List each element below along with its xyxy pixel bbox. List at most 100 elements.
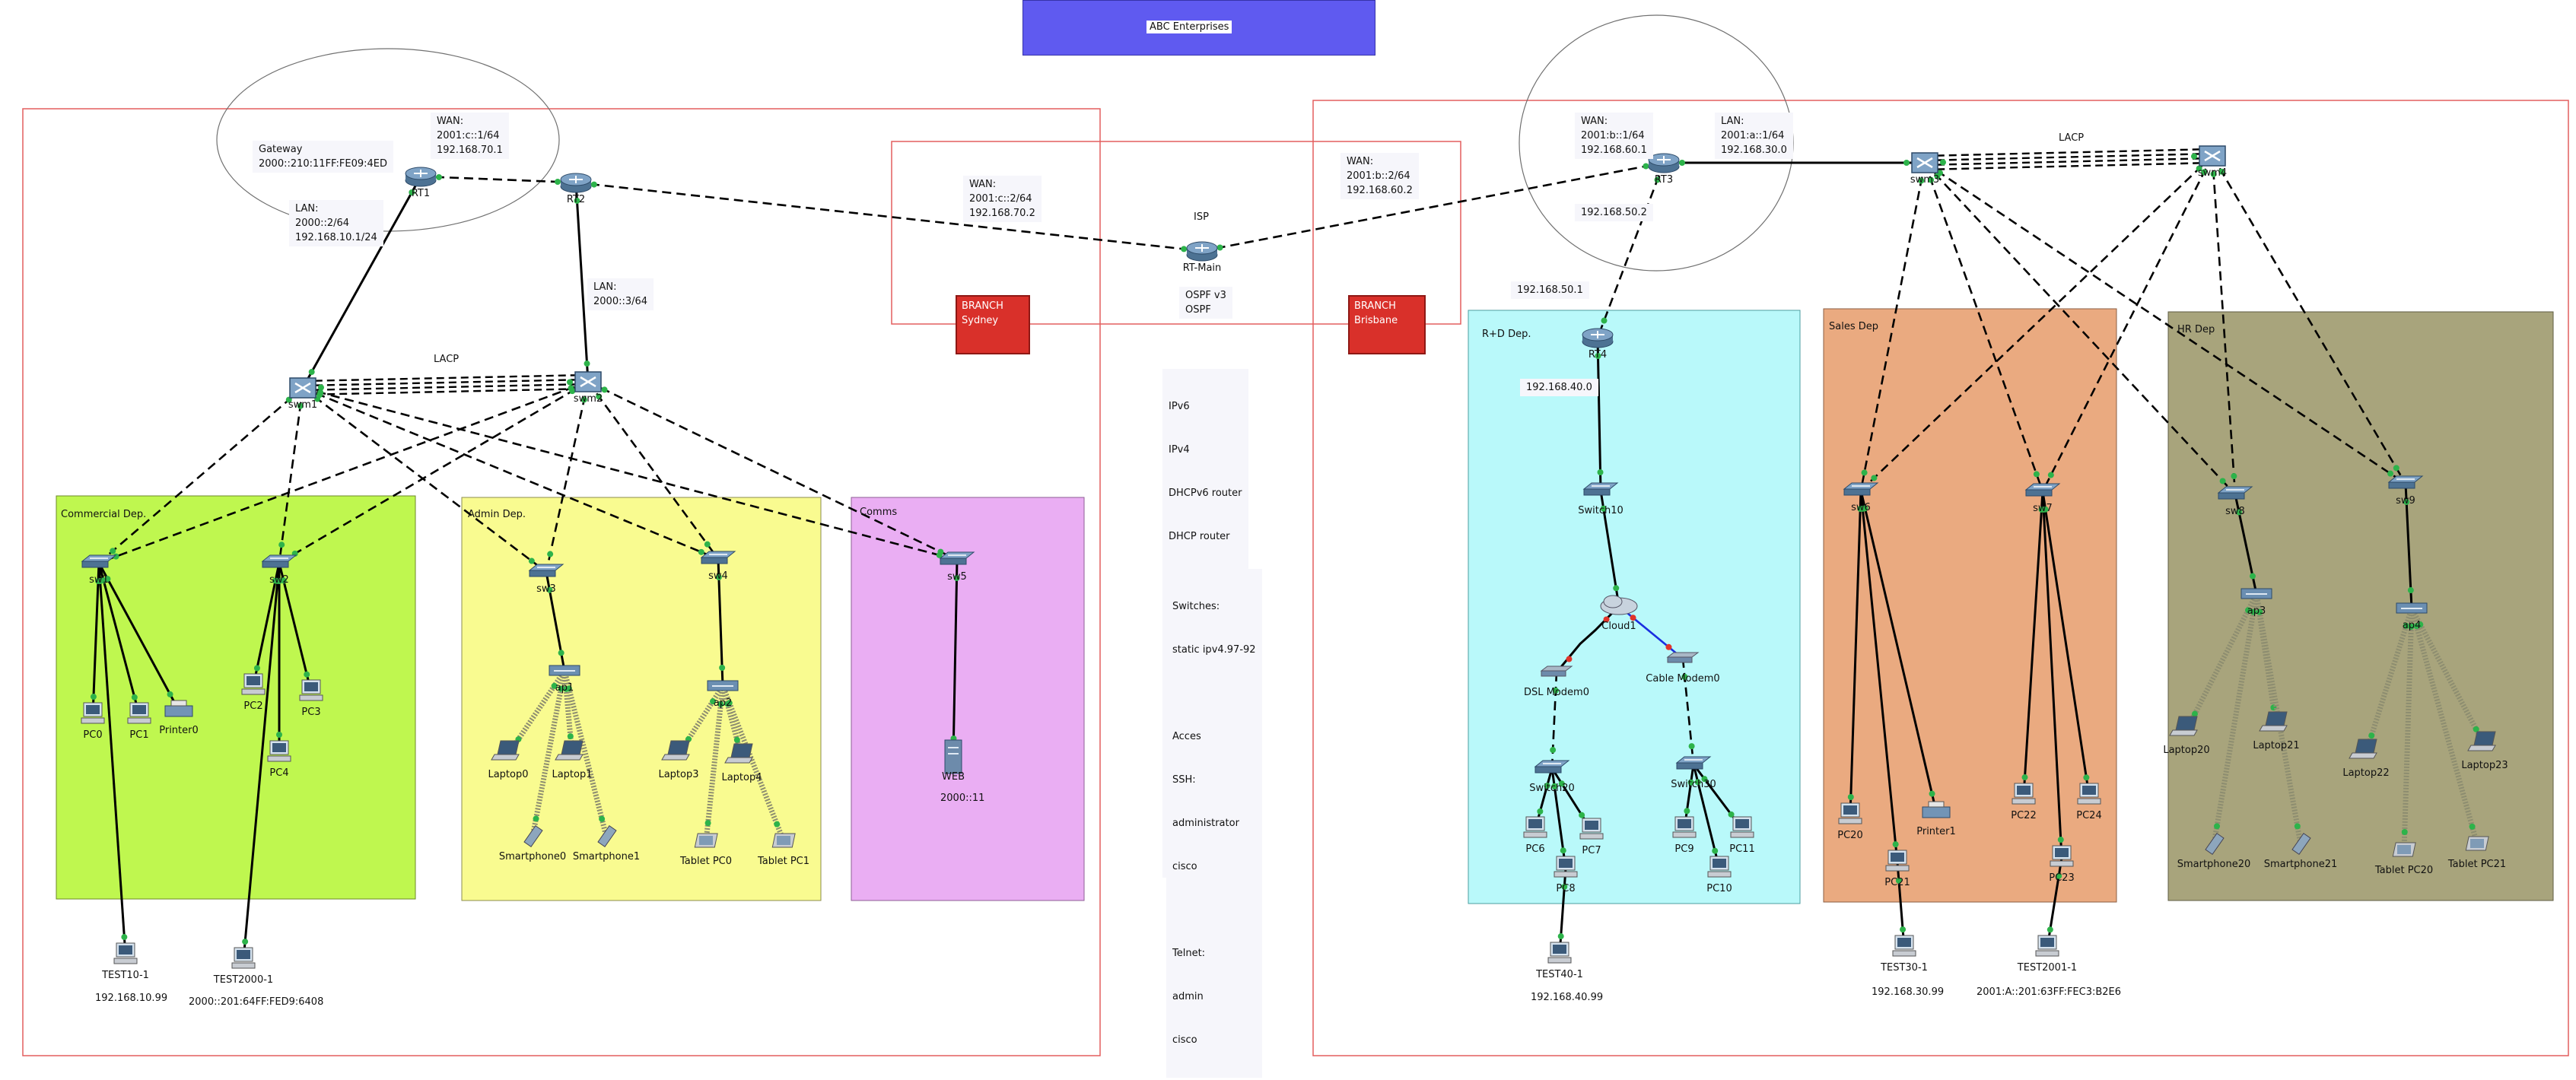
link-cloud1-cm [1618, 605, 1684, 660]
device-t40-pc[interactable]: TEST40-1 [1535, 942, 1583, 980]
device-label: RT2 [567, 194, 585, 205]
device-cm-modem[interactable]: Cable Modem0 [1646, 652, 1720, 685]
device-switch20-switch[interactable]: Switch20 [1529, 760, 1575, 794]
device-ap4-ap[interactable]: ap4 [2396, 602, 2428, 631]
device-pc6-pc[interactable]: PC6 [1523, 816, 1547, 855]
device-pc20-pc[interactable]: PC20 [1837, 802, 1863, 841]
link-sw1-pc1 [97, 562, 141, 716]
port-indicator [569, 388, 576, 395]
port-indicator [278, 542, 285, 548]
device-laptop0-laptop[interactable]: Laptop0 [488, 740, 529, 780]
device-pc11-pc[interactable]: PC11 [1729, 816, 1755, 855]
device-rtm-router[interactable]: RT-Main [1183, 241, 1222, 274]
link-swm1-swm2-lacp [302, 378, 588, 387]
port-indicator [547, 551, 554, 557]
device-smartphone0-phone[interactable]: Smartphone0 [499, 824, 566, 862]
device-switch30-switch[interactable]: Switch30 [1671, 756, 1716, 790]
device-printer1-printer[interactable]: Printer1 [1916, 801, 1956, 837]
device-rt1-router[interactable]: RT1 [405, 167, 437, 199]
device-laptop3-laptop[interactable]: Laptop3 [658, 740, 699, 780]
network-links [90, 148, 2488, 961]
device-t30-pc[interactable]: TEST30-1 [1880, 935, 1928, 974]
device-label: Switch20 [1529, 783, 1575, 794]
device-tabletpc0-tablet[interactable]: Tablet PC0 [679, 833, 732, 867]
device-pc24-pc[interactable]: PC24 [2076, 783, 2102, 821]
device-pc3-pc[interactable]: PC3 [299, 679, 323, 718]
device-ap1-ap[interactable]: ap1 [549, 665, 580, 694]
link-sw2-pc3 [278, 562, 313, 693]
link-swm4-sw7 [2041, 155, 2214, 492]
device-swm3-mls[interactable]: swm3 [1910, 152, 1939, 186]
device-swm4-mls[interactable]: swm4 [2198, 145, 2227, 179]
admin-dept-area [461, 497, 822, 901]
device-switch10-switch[interactable]: Switch10 [1578, 482, 1624, 516]
device-sw7-switch[interactable]: sw7 [2024, 483, 2061, 514]
device-pc9-pc[interactable]: PC9 [1672, 816, 1697, 855]
link-sw1-printer0 [97, 562, 180, 711]
device-rt2-router[interactable]: RT2 [560, 173, 592, 205]
device-smartphone21-phone[interactable]: Smartphone21 [2264, 832, 2338, 870]
device-pc4-pc[interactable]: PC4 [267, 740, 291, 779]
device-tabletpc21-tablet[interactable]: Tablet PC21 [2447, 836, 2506, 870]
device-tabletpc1-tablet[interactable]: Tablet PC1 [757, 833, 809, 867]
link-swm1-swm2-lacp [302, 373, 588, 383]
port-indicator [1688, 743, 1695, 750]
device-sw9-switch[interactable]: sw9 [2387, 475, 2424, 507]
link-swm2-sw1 [98, 380, 589, 564]
device-sw2-switch[interactable]: sw2 [261, 554, 297, 586]
device-pc8-pc[interactable]: PC8 [1554, 856, 1578, 894]
device-pc0-pc[interactable]: PC0 [81, 702, 105, 741]
device-laptop20-laptop[interactable]: Laptop20 [2163, 716, 2210, 756]
device-pc23-pc[interactable]: PC23 [2049, 845, 2075, 884]
port-indicator [1684, 808, 1690, 815]
device-pc1-pc[interactable]: PC1 [127, 702, 151, 741]
device-laptop4-laptop[interactable]: Laptop4 [721, 743, 762, 783]
device-swm1-mls[interactable]: swm1 [288, 377, 317, 411]
device-rt3-router[interactable]: RT3 [1648, 153, 1680, 186]
device-ap3-ap[interactable]: ap3 [2240, 588, 2272, 617]
port-indicator [317, 384, 324, 391]
device-printer0-printer[interactable]: Printer0 [159, 700, 199, 736]
device-pc10-pc[interactable]: PC10 [1706, 856, 1732, 894]
device-sw4-switch[interactable]: sw4 [700, 551, 736, 582]
device-sw3-switch[interactable]: sw3 [528, 564, 564, 595]
port-indicator [1687, 779, 1694, 786]
device-label: Laptop23 [2461, 760, 2508, 771]
link-rt4-switch10 [1596, 337, 1602, 491]
device-cloud1-cloud[interactable]: Cloud1 [1600, 595, 1638, 632]
device-t2000-pc[interactable]: TEST2000-1 [213, 947, 273, 986]
link-swm4-sw6 [1860, 155, 2213, 491]
device-laptop23-laptop[interactable]: Laptop23 [2461, 731, 2508, 771]
device-label: swm2 [574, 393, 603, 405]
port-indicator [1643, 163, 1649, 170]
device-rt4-router[interactable]: RT4 [1582, 328, 1614, 361]
port-indicator [2256, 608, 2263, 615]
device-sw8-switch[interactable]: sw8 [2217, 486, 2253, 517]
device-web-server[interactable]: WEB [942, 739, 965, 783]
device-t2001-pc[interactable]: TEST2001-1 [2017, 935, 2077, 974]
device-pc21-pc[interactable]: PC21 [1884, 850, 1910, 888]
device-laptop1-laptop[interactable]: Laptop1 [552, 740, 593, 780]
device-tabletpc20-tablet[interactable]: Tablet PC20 [2374, 842, 2433, 876]
device-pc7-pc[interactable]: PC7 [1579, 818, 1604, 856]
device-t10-pc[interactable]: TEST10-1 [101, 942, 149, 981]
device-dsl-modem[interactable]: DSL Modem0 [1524, 665, 1589, 698]
device-sw5-switch[interactable]: sw5 [939, 551, 975, 583]
device-laptop21-laptop[interactable]: Laptop21 [2253, 711, 2300, 751]
device-smartphone20-phone[interactable]: Smartphone20 [2177, 832, 2251, 870]
device-swm2-mls[interactable]: swm2 [574, 371, 603, 405]
device-sw1-switch[interactable]: sw1 [81, 554, 117, 586]
device-label: Switch30 [1671, 779, 1716, 790]
port-indicator [1630, 615, 1636, 621]
port-indicator [167, 691, 173, 697]
port-indicator [253, 665, 260, 672]
device-label: sw2 [269, 574, 289, 586]
link-ap4-laptop23-wireless [2409, 607, 2488, 747]
device-smartphone1-phone[interactable]: Smartphone1 [573, 824, 640, 862]
device-sw6-switch[interactable]: sw6 [1843, 482, 1879, 513]
device-pc22-pc[interactable]: PC22 [2011, 783, 2037, 821]
device-label: Cable Modem0 [1646, 673, 1719, 685]
device-pc2-pc[interactable]: PC2 [241, 673, 266, 712]
device-laptop22-laptop[interactable]: Laptop22 [2342, 739, 2390, 779]
device-ap2-ap[interactable]: ap2 [707, 680, 739, 709]
